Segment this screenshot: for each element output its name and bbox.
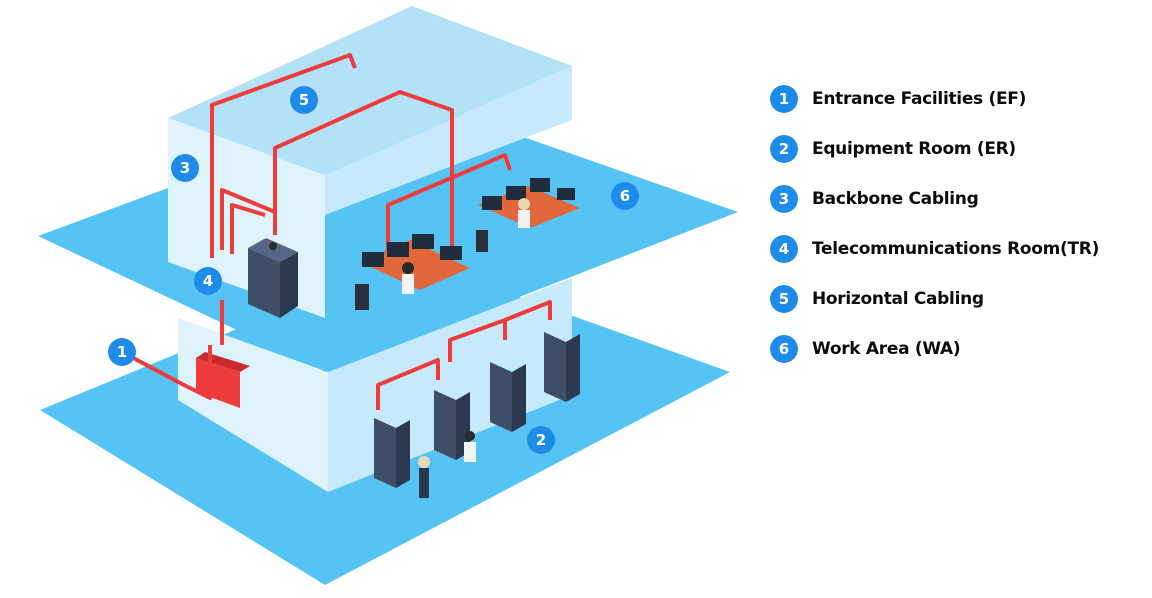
legend-item-horizontal-cabling: 5 Horizontal Cabling [770,284,1145,314]
legend-label-entrance-facilities: Entrance Facilities (EF) [812,89,1027,109]
legend-label-telecom-room: Telecommunications Room(TR) [812,239,1100,259]
marker-4: 4 [194,267,222,295]
legend-item-entrance-facilities: 1 Entrance Facilities (EF) [770,84,1145,114]
svg-text:1: 1 [117,343,127,361]
svg-text:4: 4 [203,272,213,290]
legend-item-backbone-cabling: 3 Backbone Cabling [770,184,1145,214]
svg-text:5: 5 [299,91,309,109]
cabling-network [121,53,552,410]
legend-label-work-area: Work Area (WA) [812,339,961,359]
legend-item-telecom-room: 4 Telecommunications Room(TR) [770,234,1145,264]
marker-3: 3 [171,154,199,182]
upper-wall-right [325,66,572,215]
legend-badge-5: 5 [770,285,798,313]
marker-2: 2 [527,426,555,454]
telecom-rack [248,238,298,318]
marker-1: 1 [108,338,136,366]
svg-text:6: 6 [620,187,630,205]
legend-label-equipment-room: Equipment Room (ER) [812,139,1016,159]
legend-item-equipment-room: 2 Equipment Room (ER) [770,134,1145,164]
svg-text:2: 2 [536,431,546,449]
marker-6: 6 [611,182,639,210]
legend: 1 Entrance Facilities (EF) 2 Equipment R… [770,84,1145,384]
workstation-back [476,178,580,252]
svg-text:3: 3 [180,159,190,177]
legend-item-work-area: 6 Work Area (WA) [770,334,1145,364]
workstation-front [355,234,470,310]
legend-badge-6: 6 [770,335,798,363]
legend-label-backbone-cabling: Backbone Cabling [812,189,979,209]
legend-badge-2: 2 [770,135,798,163]
upper-wall-top [168,6,572,175]
legend-badge-1: 1 [770,85,798,113]
legend-badge-4: 4 [770,235,798,263]
equipment-racks [374,332,580,498]
legend-badge-3: 3 [770,185,798,213]
legend-label-horizontal-cabling: Horizontal Cabling [812,289,984,309]
marker-5: 5 [290,86,318,114]
